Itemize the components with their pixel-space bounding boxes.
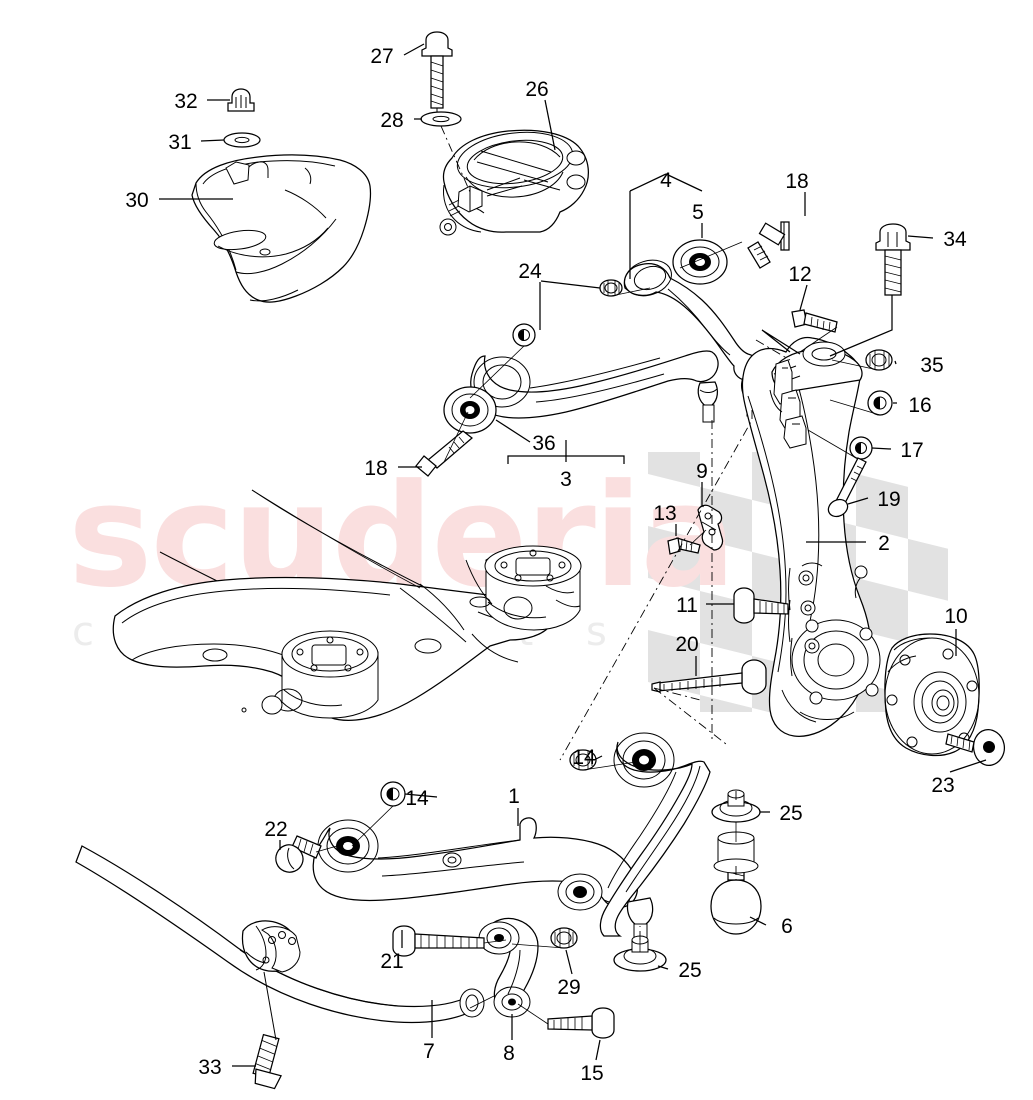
part-bolt-13 — [667, 537, 701, 555]
callout-23[interactable]: 23 — [931, 774, 954, 797]
callout-18-top[interactable]: 18 — [785, 170, 808, 193]
callout-8[interactable]: 8 — [503, 1042, 515, 1065]
part-stud-bolt-19 — [827, 457, 867, 518]
callout-3[interactable]: 3 — [560, 468, 572, 491]
part-bushing-5 — [672, 239, 728, 285]
part-bolt-27 — [421, 31, 453, 118]
callout-11[interactable]: 11 — [676, 594, 698, 617]
callout-14-lower[interactable]: 14 — [405, 787, 429, 810]
callout-20[interactable]: 20 — [675, 633, 698, 656]
part-washer-31 — [223, 132, 261, 148]
part-bolt-11 — [733, 587, 789, 624]
callout-15[interactable]: 15 — [580, 1062, 603, 1085]
callout-1[interactable]: 1 — [508, 785, 520, 808]
callout-2[interactable]: 2 — [878, 532, 890, 555]
callout-35[interactable]: 35 — [920, 354, 943, 377]
leader-33-bar — [263, 971, 277, 1041]
part-nut-24-b — [599, 279, 623, 297]
callout-9[interactable]: 9 — [696, 460, 708, 483]
part-front-subframe — [112, 489, 582, 722]
leader-lines — [159, 43, 987, 1067]
callout-27[interactable]: 27 — [370, 45, 393, 68]
part-engine-cover-shield — [191, 154, 372, 303]
callout-30[interactable]: 30 — [125, 189, 148, 212]
part-steering-knuckle-2 — [741, 336, 881, 737]
callout-26[interactable]: 26 — [525, 78, 548, 101]
part-nut-16 — [867, 390, 893, 416]
callout-29[interactable]: 29 — [557, 976, 580, 999]
part-brake-hose-bracket-9 — [697, 504, 724, 551]
callout-7[interactable]: 7 — [423, 1040, 435, 1063]
part-torx-screw-23 — [945, 728, 1006, 767]
callout-34[interactable]: 34 — [943, 228, 967, 251]
callout-36[interactable]: 36 — [532, 432, 555, 455]
part-lower-rear-arm — [599, 732, 711, 937]
callout-25-upper[interactable]: 25 — [779, 802, 802, 825]
callout-17[interactable]: 17 — [900, 439, 923, 462]
callout-25-lower[interactable]: 25 — [678, 959, 701, 982]
callout-5[interactable]: 5 — [692, 201, 704, 224]
callout-28[interactable]: 28 — [380, 109, 403, 132]
part-stabilizer-link-8 — [478, 917, 539, 1018]
part-lower-control-arm-1 — [312, 817, 654, 943]
callout-10[interactable]: 10 — [944, 605, 967, 628]
callout-19[interactable]: 19 — [877, 488, 900, 511]
part-retaining-nut-32 — [227, 88, 255, 112]
part-bolt-33 — [252, 1033, 282, 1090]
callout-22[interactable]: 22 — [264, 818, 287, 841]
assembly-axis-27 — [440, 125, 471, 193]
part-bolt-21 — [392, 925, 485, 957]
part-nut-29 — [550, 927, 578, 949]
callout-6[interactable]: 6 — [781, 915, 793, 938]
part-bushing-36 — [443, 386, 497, 434]
part-nut-24-a — [512, 323, 536, 347]
part-strut-mount-bracket-26 — [439, 129, 589, 236]
part-wheel-hub-10 — [884, 633, 980, 757]
callout-18-left[interactable]: 18 — [364, 457, 387, 480]
callout-21[interactable]: 21 — [380, 950, 403, 973]
callout-31[interactable]: 31 — [168, 131, 191, 154]
part-long-bolt-20 — [651, 659, 767, 695]
part-bolt-22 — [275, 835, 322, 873]
callout-32[interactable]: 32 — [174, 90, 197, 113]
callout-13[interactable]: 13 — [653, 502, 676, 525]
callout-16[interactable]: 16 — [908, 394, 931, 417]
part-stabilizer-bar-7 — [75, 845, 485, 1024]
part-bolt-12 — [791, 309, 838, 333]
callout-14-top[interactable]: 14 — [572, 746, 596, 769]
part-bolt-18-top — [747, 221, 790, 269]
callout-12[interactable]: 12 — [788, 263, 811, 286]
callout-24[interactable]: 24 — [518, 260, 542, 283]
part-bolt-15 — [547, 1007, 615, 1039]
part-bolt-34 — [875, 223, 911, 296]
part-nut-14-top — [569, 749, 597, 771]
callout-4[interactable]: 4 — [660, 169, 672, 192]
callout-33[interactable]: 33 — [198, 1056, 221, 1079]
